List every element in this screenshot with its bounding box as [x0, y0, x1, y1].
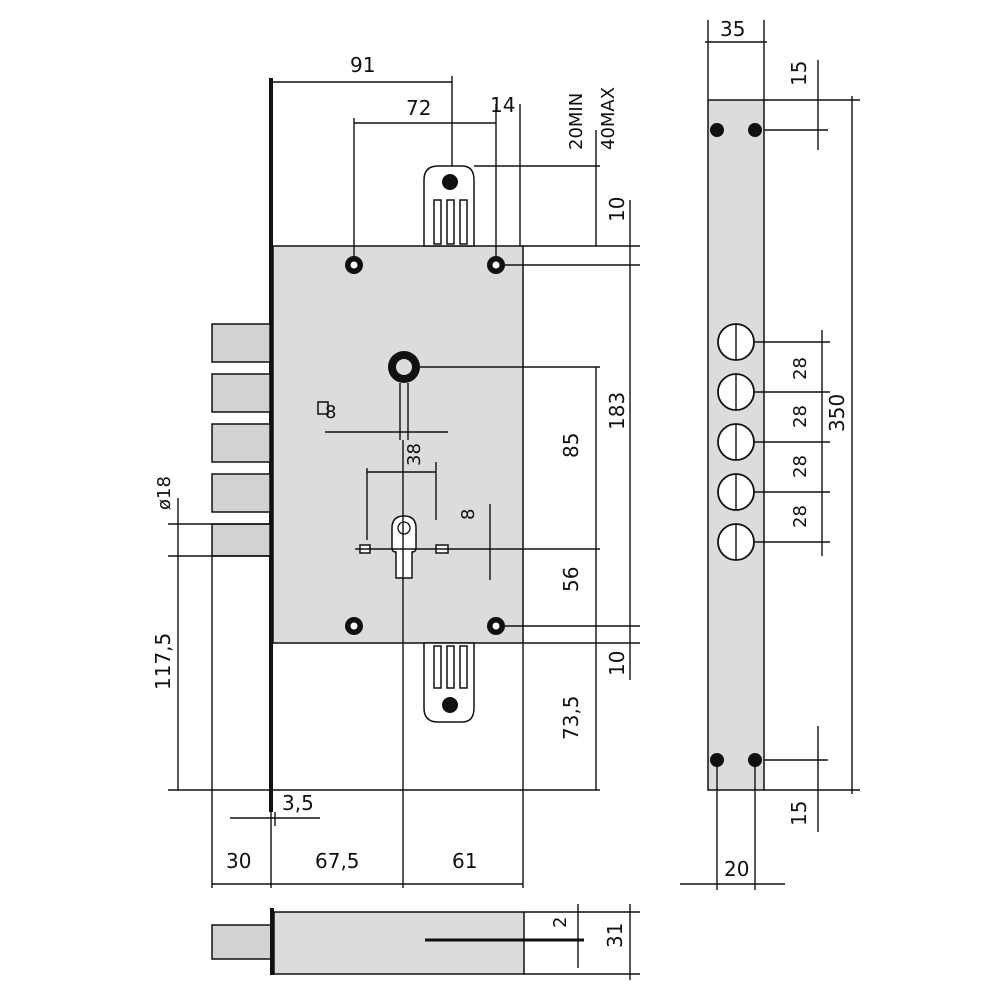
hole-8-dim: 8 [458, 504, 491, 580]
dim-183-label: 183 [605, 392, 629, 430]
dim-38-label: 38 [404, 443, 425, 466]
bottom-view-bolt [211, 924, 273, 960]
deadbolt [211, 323, 271, 363]
side-view: 35 15 28 28 28 28 350 15 20 [680, 17, 860, 890]
spindle-size-label: 8 [325, 402, 336, 423]
deadbolt [211, 423, 271, 463]
dim-56-label: 56 [559, 567, 583, 592]
bottom-view: 2 31 [211, 904, 640, 980]
rod-pin [442, 174, 458, 190]
bolt-spacing-dims: 28 28 28 28 [754, 330, 830, 556]
dim-91-label: 91 [350, 53, 375, 77]
dim-85-label: 85 [559, 433, 583, 458]
backset-38-dim: 38 [366, 443, 437, 540]
dim-28-label: 28 [790, 405, 811, 428]
top-rod-connector [423, 165, 475, 247]
right-height-dims: 10 10 183 85 56 73,5 [505, 197, 640, 790]
lock-case-body [272, 245, 524, 644]
deadbolt [211, 523, 271, 557]
dim-72-label: 72 [406, 96, 431, 120]
dim-30-label: 30 [226, 849, 251, 873]
square-spindle-icon [317, 401, 329, 415]
deadbolts [211, 323, 271, 557]
rod-clearance-dims: 20MIN 40MAX [474, 87, 619, 246]
spindle-follower [388, 351, 600, 440]
dim-bottom-10-label: 10 [605, 651, 629, 676]
dim-2-label: 2 [550, 917, 571, 928]
dim-350-label: 350 [825, 394, 849, 432]
dim-28-label: 28 [790, 357, 811, 380]
deadbolt [211, 473, 271, 513]
dim-61-label: 61 [452, 849, 477, 873]
dim-15-bottom-label: 15 [787, 801, 811, 826]
dim-28-label: 28 [790, 455, 811, 478]
dim-15-top-label: 15 [787, 61, 811, 86]
bottom-width-dims: 30 67,5 61 [211, 556, 524, 888]
rod-pin [442, 697, 458, 713]
cylinder-cutout [355, 515, 600, 579]
top-width-dims: 91 72 14 [271, 53, 521, 256]
side-bolt-holes [717, 323, 755, 561]
dim-20-label: 20 [724, 857, 749, 881]
bottom-rod-connector [423, 642, 475, 723]
mounting-holes [345, 256, 505, 635]
dim-35-label: 35 [720, 17, 745, 41]
dim-diameter-18-label: ø18 [154, 476, 175, 510]
dim-67-5-label: 67,5 [315, 849, 360, 873]
dim-28-label: 28 [790, 505, 811, 528]
faceplate-offset-dim: 3,5 [230, 791, 320, 826]
deadbolt [211, 373, 271, 413]
clearance-min-label: 20MIN [566, 93, 587, 150]
dim-73-5-label: 73,5 [559, 695, 583, 740]
clearance-max-label: 40MAX [598, 87, 619, 150]
dim-hole-8-label: 8 [458, 509, 479, 520]
bottom-view-case [273, 911, 525, 975]
dim-3-5-label: 3,5 [282, 791, 314, 815]
side-screws [710, 123, 762, 767]
spindle-size-dim: 8 [317, 401, 448, 433]
front-view: 8 38 8 91 72 14 [151, 53, 640, 888]
left-height-dims: ø18 117,5 [151, 476, 600, 791]
dim-117-5-label: 117,5 [151, 633, 175, 690]
dim-14-label: 14 [490, 93, 515, 117]
dim-31-label: 31 [603, 923, 627, 948]
dim-top-10-label: 10 [605, 197, 629, 222]
